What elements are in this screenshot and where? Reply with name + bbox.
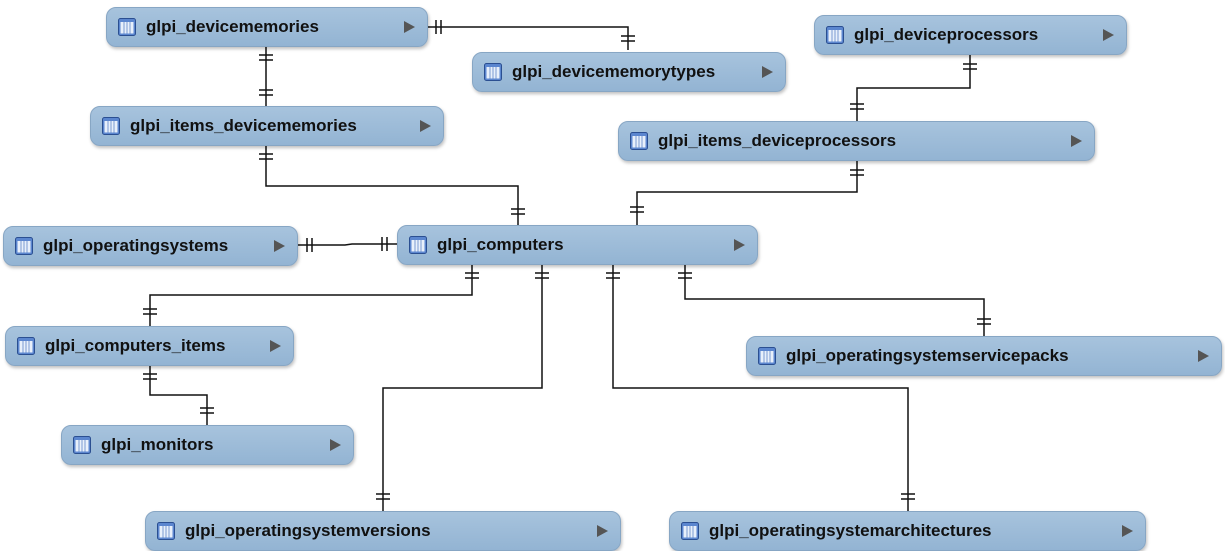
table-icon (681, 522, 699, 540)
table-name: glpi_items_deviceprocessors (658, 131, 897, 150)
table-name: glpi_operatingsystemarchitectures (709, 521, 992, 540)
table-node-glpi-items-devicememories[interactable]: glpi_items_devicememories (90, 106, 444, 146)
connector-devicememories-devicememorytypes (428, 26, 629, 50)
table-node-glpi-computers-items[interactable]: glpi_computers_items (5, 326, 294, 366)
table-icon (826, 26, 844, 44)
connector-operatingsystems-computers (297, 243, 398, 246)
table-icon (630, 132, 648, 150)
table-node-glpi-operatingsystemversions[interactable]: glpi_operatingsystemversions (145, 511, 621, 551)
table-icon (17, 337, 35, 355)
table-node-glpi-devicememories[interactable]: glpi_devicememories (106, 7, 428, 47)
table-name: glpi_computers_items (45, 336, 226, 355)
table-name: glpi_computers (437, 235, 564, 254)
table-icon (73, 436, 91, 454)
table-node-glpi-devicememorytypes[interactable]: glpi_devicememorytypes (472, 52, 786, 92)
table-name: glpi_devicememorytypes (512, 62, 716, 81)
table-icon (102, 117, 120, 135)
expand-arrow-icon[interactable] (762, 66, 773, 78)
table-icon (157, 522, 175, 540)
table-name: glpi_operatingsystemservicepacks (786, 346, 1069, 365)
table-icon (758, 347, 776, 365)
expand-arrow-icon[interactable] (1198, 350, 1209, 362)
expand-arrow-icon[interactable] (270, 340, 281, 352)
table-icon (118, 18, 136, 36)
expand-arrow-icon[interactable] (1122, 525, 1133, 537)
connector-computers-items-monitors (149, 366, 208, 425)
expand-arrow-icon[interactable] (597, 525, 608, 537)
expand-arrow-icon[interactable] (274, 240, 285, 252)
connector-computers-computers-items (149, 265, 473, 326)
table-name: glpi_operatingsystemversions (185, 521, 431, 540)
table-node-glpi-deviceprocessors[interactable]: glpi_deviceprocessors (814, 15, 1127, 55)
table-node-glpi-items-deviceprocessors[interactable]: glpi_items_deviceprocessors (618, 121, 1095, 161)
expand-arrow-icon[interactable] (420, 120, 431, 132)
table-icon (484, 63, 502, 81)
table-node-glpi-computers[interactable]: glpi_computers (397, 225, 758, 265)
table-name: glpi_deviceprocessors (854, 25, 1039, 44)
table-icon (15, 237, 33, 255)
table-name: glpi_devicememories (146, 17, 319, 36)
connector-items-deviceprocessors-computers (636, 161, 858, 225)
table-node-glpi-operatingsystems[interactable]: glpi_operatingsystems (3, 226, 298, 266)
table-icon (409, 236, 427, 254)
connector-items-devicememories-computers (265, 146, 519, 225)
table-node-glpi-monitors[interactable]: glpi_monitors (61, 425, 354, 465)
expand-arrow-icon[interactable] (1071, 135, 1082, 147)
table-node-glpi-operatingsystemarchitectures[interactable]: glpi_operatingsystemarchitectures (669, 511, 1146, 551)
connector-computers-operatingsystemarchitectures (612, 265, 909, 511)
connector-deviceprocessors-items-deviceprocessors (856, 55, 971, 121)
table-node-glpi-operatingsystemservicepacks[interactable]: glpi_operatingsystemservicepacks (746, 336, 1222, 376)
expand-arrow-icon[interactable] (330, 439, 341, 451)
table-name: glpi_items_devicememories (130, 116, 357, 135)
table-name: glpi_monitors (101, 435, 214, 454)
table-name: glpi_operatingsystems (43, 236, 229, 255)
expand-arrow-icon[interactable] (404, 21, 415, 33)
connector-computers-operatingsystemversions (382, 265, 543, 511)
expand-arrow-icon[interactable] (734, 239, 745, 251)
connector-computers-operatingsystemservicepacks (684, 265, 985, 336)
expand-arrow-icon[interactable] (1103, 29, 1114, 41)
